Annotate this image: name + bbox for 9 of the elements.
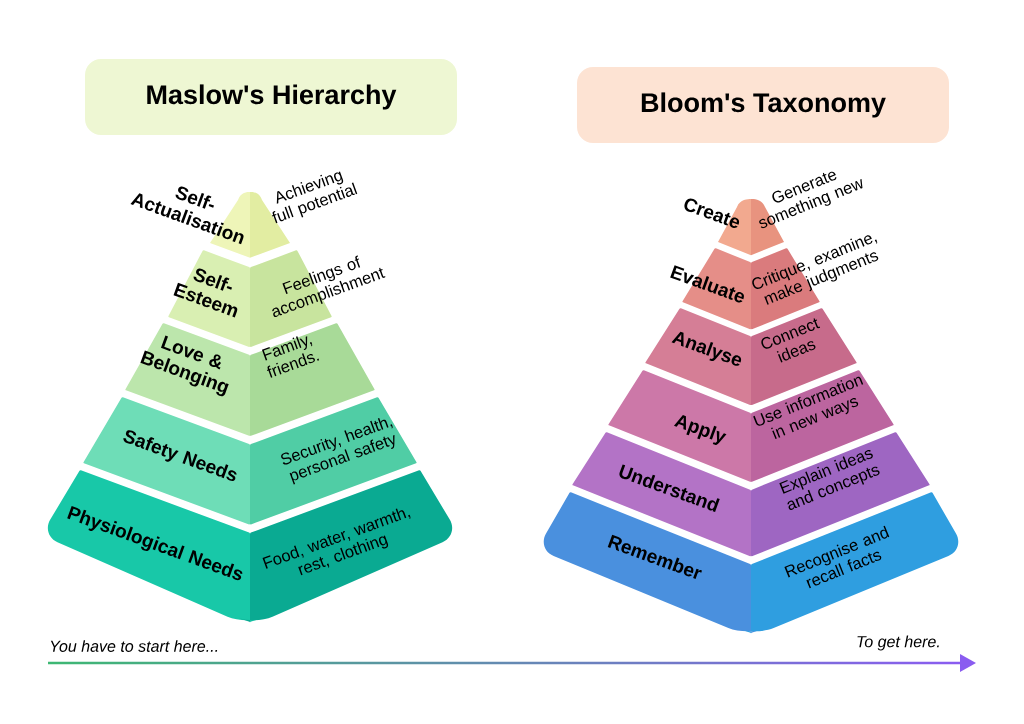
- title-banner: Bloom's Taxonomy: [577, 67, 949, 143]
- title-banner: Maslow's Hierarchy: [85, 59, 457, 135]
- level-label: Create: [684, 198, 740, 229]
- level-label: Safety Needs: [123, 430, 237, 482]
- note-text: To get here.: [857, 635, 939, 651]
- level-description: Food, water, warmth, rest, clothing: [262, 508, 411, 576]
- level-description: Family, friends.: [261, 336, 320, 378]
- note-text: You have to start here...: [50, 640, 218, 652]
- level-label: Apply: [673, 415, 727, 445]
